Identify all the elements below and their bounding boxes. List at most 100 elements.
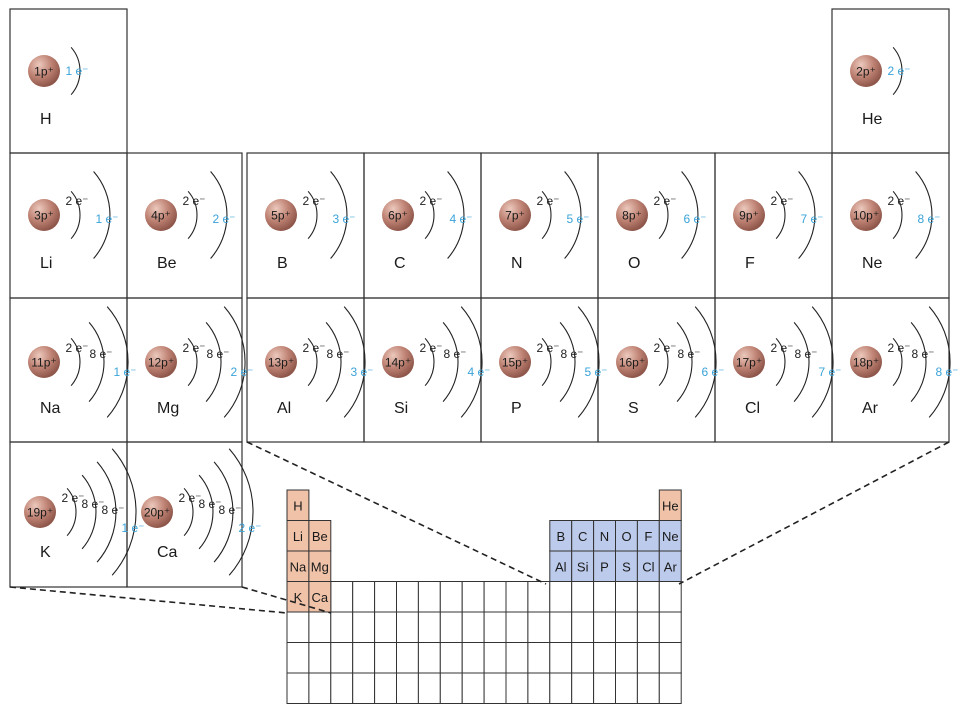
shell-arc — [70, 337, 81, 387]
shell-arc — [307, 337, 318, 387]
mini-cell — [352, 581, 376, 613]
mini-cell — [461, 642, 485, 674]
nucleus-icon — [499, 199, 531, 231]
mini-cell-he: He — [658, 489, 682, 521]
nucleus-icon — [265, 199, 297, 231]
nucleus-icon — [850, 55, 882, 87]
mini-symbol: O — [621, 529, 631, 544]
mini-cell — [330, 611, 354, 643]
mini-cell-h: H — [286, 489, 310, 521]
element-cell-ne: 10p⁺2 e⁻8 e⁻Ne — [850, 171, 941, 272]
element-cell-ar: 18p⁺2 e⁻8 e⁻8 e⁻Ar — [850, 306, 959, 418]
mini-cell-o: O — [615, 520, 638, 552]
element-symbol: He — [862, 111, 883, 128]
shell-arc — [198, 474, 214, 550]
shell-arc — [681, 171, 699, 259]
mini-cell — [352, 611, 376, 643]
shell-arc — [892, 190, 903, 240]
mini-cell — [330, 581, 354, 613]
valence-electron-label: 7 e⁻ — [800, 212, 823, 226]
shell-electron-label: 2 e⁻ — [182, 341, 205, 355]
element-cell-he: 2p⁺ 2 e⁻ He — [850, 46, 911, 128]
mini-cell-b: B — [549, 520, 573, 552]
zoom-connector-lines — [9, 441, 950, 614]
shell-arc — [811, 306, 834, 418]
element-cell-o: 8p⁺2 e⁻6 e⁻O — [616, 171, 707, 272]
mini-cell — [439, 642, 463, 674]
shell-arc — [915, 171, 933, 259]
element-cell-f: 9p⁺2 e⁻7 e⁻F — [733, 171, 824, 272]
shell-arc — [111, 448, 137, 576]
mini-cell — [483, 581, 507, 613]
mini-cell — [549, 611, 573, 643]
mini-cell — [593, 672, 616, 704]
mini-symbol: Ca — [311, 590, 328, 605]
mini-cell — [527, 611, 551, 643]
shell-arc — [228, 448, 254, 576]
element-symbol: O — [628, 255, 640, 272]
shell-electron-label: 8 e⁻ — [443, 347, 466, 361]
shell-arc — [223, 306, 246, 418]
mini-cell-ne: Ne — [658, 520, 682, 552]
shell-arc — [775, 190, 786, 240]
element-symbol: Ar — [862, 400, 879, 417]
mini-cell — [374, 672, 398, 704]
nucleus-icon — [382, 199, 414, 231]
shell-electron-label: 2 e⁻ — [65, 194, 88, 208]
mini-cell — [308, 611, 332, 643]
nucleus-label: 5p⁺ — [271, 209, 291, 223]
mini-cell — [396, 611, 419, 643]
shell-electron-label: 8 e⁻ — [560, 347, 583, 361]
shell-arc — [775, 337, 786, 387]
shell-arc — [910, 322, 927, 402]
valence-electron-label: 8 e⁻ — [917, 212, 940, 226]
nucleus-icon — [499, 346, 531, 378]
mini-cell — [330, 642, 354, 674]
mini-cell — [396, 642, 419, 674]
nucleus-label: 15p⁺ — [502, 356, 528, 370]
element-symbol: F — [745, 255, 755, 272]
element-symbol: Be — [157, 255, 177, 272]
nucleus-label: 18p⁺ — [853, 356, 879, 370]
nucleus-icon — [382, 346, 414, 378]
element-cell-ca: 20p⁺2 e⁻8 e⁻8 e⁻2 e⁻Ca — [141, 448, 262, 576]
mini-symbol: C — [578, 529, 587, 544]
nucleus-icon — [616, 346, 648, 378]
nucleus-label: 3p⁺ — [34, 209, 54, 223]
element-cell-be: 4p⁺2 e⁻2 e⁻Be — [145, 171, 236, 272]
shell-arc — [96, 461, 117, 563]
shell-electron-label: 2 e⁻ — [770, 194, 793, 208]
mini-cell — [461, 611, 485, 643]
valence-electron-label: 2 e⁻ — [887, 64, 910, 78]
mini-symbol: Al — [555, 559, 567, 574]
element-symbol: N — [511, 255, 523, 272]
mini-cell — [417, 642, 441, 674]
shell-electron-label: 2 e⁻ — [182, 194, 205, 208]
mini-cell-ca: Ca — [308, 581, 332, 613]
mini-cell — [549, 672, 573, 704]
mini-cell — [483, 642, 507, 674]
mini-cell — [636, 581, 660, 613]
nucleus-label: 19p⁺ — [27, 506, 53, 520]
mini-symbol: Na — [290, 559, 307, 574]
shell-electron-label: 2 e⁻ — [178, 491, 201, 505]
valence-electron-label: 1 e⁻ — [95, 212, 118, 226]
mini-cell-li: Li — [286, 520, 310, 552]
nucleus-icon — [733, 199, 765, 231]
element-cell-k: 19p⁺2 e⁻8 e⁻8 e⁻1 e⁻K — [24, 448, 145, 576]
mini-symbol: B — [556, 529, 565, 544]
nucleus-icon — [28, 199, 60, 231]
nucleus-label: 2p⁺ — [856, 65, 876, 79]
mini-cell-k: K — [286, 581, 310, 613]
valence-electron-label: 5 e⁻ — [584, 365, 607, 379]
mini-symbol: H — [293, 498, 302, 513]
mini-cell-na: Na — [286, 550, 310, 582]
shell-electron-label: 2 e⁻ — [419, 194, 442, 208]
shell-arc — [93, 171, 111, 259]
mini-cell-be: Be — [308, 520, 332, 552]
element-grid-borders — [9, 8, 950, 588]
element-symbol: Al — [277, 400, 291, 417]
mini-cell — [549, 581, 573, 613]
element-cell-si: 14p⁺2 e⁻8 e⁻4 e⁻Si — [382, 306, 491, 418]
mini-cell — [505, 672, 529, 704]
